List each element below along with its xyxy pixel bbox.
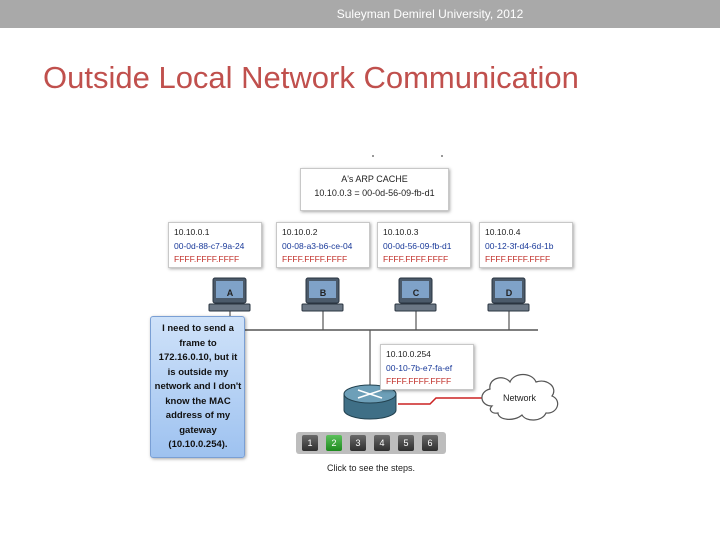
host-d-ip: 10.10.0.4 — [485, 227, 521, 237]
host-b-info: 10.10.0.2 00-08-a3-b6-ce-04 FFFF.FFFF.FF… — [276, 222, 370, 268]
host-c-mac: 00-0d-56-09-fb-d1 — [383, 241, 452, 251]
router-info: 10.10.0.254 00-10-7b-e7-fa-ef FFFF.FFFF.… — [380, 344, 474, 390]
router-ip: 10.10.0.254 — [386, 349, 431, 359]
pc-c-label: C — [412, 288, 420, 298]
arp-cache-entry: 10.10.0.3 = 00-0d-56-09-fb-d1 — [314, 188, 435, 198]
step-2-button[interactable]: 2 — [326, 435, 342, 451]
host-c-broadcast: FFFF.FFFF.FFFF — [383, 254, 449, 264]
host-b-ip: 10.10.0.2 — [282, 227, 318, 237]
host-d-mac: 00-12-3f-d4-6d-1b — [485, 241, 554, 251]
host-b-mac: 00-08-a3-b6-ce-04 — [282, 241, 353, 251]
header-bar: Suleyman Demirel University, 2012 — [0, 0, 720, 28]
step-controls: 1 2 3 4 5 6 — [296, 432, 446, 454]
router-mac: 00-10-7b-e7-fa-ef — [386, 363, 453, 373]
host-c-ip: 10.10.0.3 — [383, 227, 419, 237]
callout-text: I need to send a frame to 172.16.0.10, b… — [154, 323, 242, 450]
diagram-graphics — [198, 155, 559, 421]
steps-caption: Click to see the steps. — [326, 463, 416, 473]
host-d-info: 10.10.0.4 00-12-3f-d4-6d-1b FFFF.FFFF.FF… — [479, 222, 573, 268]
host-a-broadcast: FFFF.FFFF.FFFF — [174, 254, 240, 264]
pc-b-label: B — [319, 288, 327, 298]
step-4-button[interactable]: 4 — [374, 435, 390, 451]
step-5-button[interactable]: 5 — [398, 435, 414, 451]
pc-d-label: D — [505, 288, 513, 298]
router-icon — [343, 384, 397, 420]
host-a-ip: 10.10.0.1 — [174, 227, 210, 237]
pc-c-icon — [394, 277, 437, 312]
step-1-button[interactable]: 1 — [302, 435, 318, 451]
network-cloud-icon — [481, 373, 559, 421]
pc-a-label: A — [226, 288, 234, 298]
step-6-button[interactable]: 6 — [422, 435, 438, 451]
host-b-broadcast: FFFF.FFFF.FFFF — [282, 254, 348, 264]
host-a-info: 10.10.0.1 00-0d-88-c7-9a-24 FFFF.FFFF.FF… — [168, 222, 262, 268]
pc-d-icon — [487, 277, 530, 312]
host-a-mac: 00-0d-88-c7-9a-24 — [174, 241, 245, 251]
host-d-broadcast: FFFF.FFFF.FFFF — [485, 254, 551, 264]
pc-a-icon — [208, 277, 251, 312]
network-cloud-label: Network — [503, 393, 537, 403]
step-3-button[interactable]: 3 — [350, 435, 366, 451]
header-text: Suleyman Demirel University, 2012 — [336, 7, 524, 21]
slide-title: Outside Local Network Communication — [43, 60, 579, 95]
arp-cache-title: A's ARP CACHE — [341, 174, 408, 184]
host-c-info: 10.10.0.3 00-0d-56-09-fb-d1 FFFF.FFFF.FF… — [377, 222, 471, 268]
arp-cache-box: A's ARP CACHE 10.10.0.3 = 00-0d-56-09-fb… — [300, 168, 449, 211]
host-a-callout: I need to send a frame to 172.16.0.10, b… — [150, 316, 245, 458]
pc-b-icon — [301, 277, 344, 312]
wan-link — [398, 397, 483, 405]
router-broadcast: FFFF.FFFF.FFFF — [386, 376, 452, 386]
network-diagram: A's ARP CACHE 10.10.0.3 = 00-0d-56-09-fb… — [148, 148, 578, 478]
